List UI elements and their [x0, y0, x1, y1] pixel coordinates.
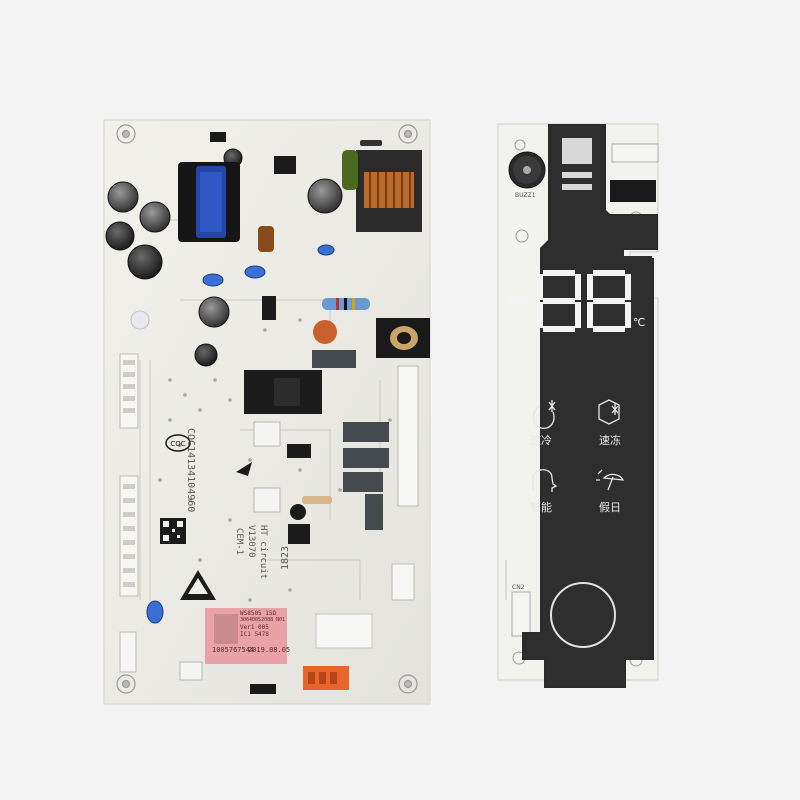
right-connector [391, 365, 419, 601]
sticker-line-4: IC1 5478 [240, 631, 269, 638]
ht-circuit-marking: HT circuit [258, 525, 268, 580]
indicator-bar-1 [562, 172, 592, 178]
model-marking: V13070 [246, 525, 256, 558]
ccc-certification-icon: CQC [165, 434, 191, 452]
electrolytic-capacitors [105, 148, 343, 367]
inductor-coil [376, 318, 430, 358]
cqc-marking: CQC14134104960 [185, 428, 196, 513]
power-button[interactable] [550, 582, 616, 648]
orientation-arrow-icon [236, 462, 252, 476]
left-connector-upper [119, 353, 139, 429]
switching-transformer [178, 162, 240, 242]
sticker-line-3: Ver1 005 [240, 624, 269, 631]
tantalum-capacitor [258, 226, 274, 252]
resistors [302, 140, 382, 504]
sticker-redacted-area [214, 614, 238, 644]
digit-1 [537, 270, 581, 332]
film-capacitor [342, 150, 358, 190]
qr-code [160, 518, 186, 544]
esd-warning-icon [180, 570, 216, 600]
relay [244, 370, 322, 414]
left-connector-bottom [119, 631, 137, 673]
common-mode-choke [356, 150, 422, 232]
connector-label: CN2 [512, 584, 525, 591]
celsius-unit: ℃ [633, 316, 646, 329]
left-connector-lower [119, 475, 139, 597]
indicator-bar-2 [562, 184, 592, 190]
buzzer-label: BUZZ1 [515, 192, 536, 199]
diode [250, 684, 276, 694]
power-modules [312, 350, 389, 530]
integrated-circuits [210, 132, 311, 544]
smart-mode-icon [532, 469, 558, 492]
varistor [313, 320, 337, 344]
minus-segment [510, 296, 532, 303]
holiday-label[interactable]: 假日 [599, 501, 621, 514]
date-code-marking: 1823 [280, 545, 291, 570]
display-panel-face [526, 126, 656, 686]
sticker-line-1: WS8505 15D [240, 610, 277, 617]
mounting-holes [116, 124, 418, 694]
cem-marking: CEM-1 [234, 528, 244, 556]
orange-connector [303, 666, 349, 690]
sticker-line-5: 1005767544 [212, 646, 255, 654]
holiday-icon [596, 469, 625, 491]
digit-2 [587, 270, 631, 332]
sticker-line-2: 30640052088 N01 [240, 617, 286, 623]
optocouplers [253, 421, 281, 513]
sticker-text-block: WS8505 15D 30640052088 N01 Ver1 005 IC1 … [240, 610, 286, 638]
svg-text:CQC: CQC [170, 440, 185, 448]
indicator-window [562, 138, 592, 164]
quick-cool-label[interactable]: 速冷 [530, 434, 552, 447]
smart-mode-label[interactable]: 智能 [530, 501, 552, 514]
quick-freeze-label[interactable]: 速冻 [599, 434, 621, 447]
quick-cool-icon [532, 400, 556, 429]
white-relay [315, 613, 373, 649]
ceramic-capacitors [146, 244, 335, 624]
quick-freeze-icon [598, 399, 620, 425]
seven-segment-display [510, 270, 631, 332]
led-lens [130, 310, 150, 330]
sticker-line-6: 2019.08.05 [248, 646, 291, 654]
small-connector [179, 661, 203, 681]
